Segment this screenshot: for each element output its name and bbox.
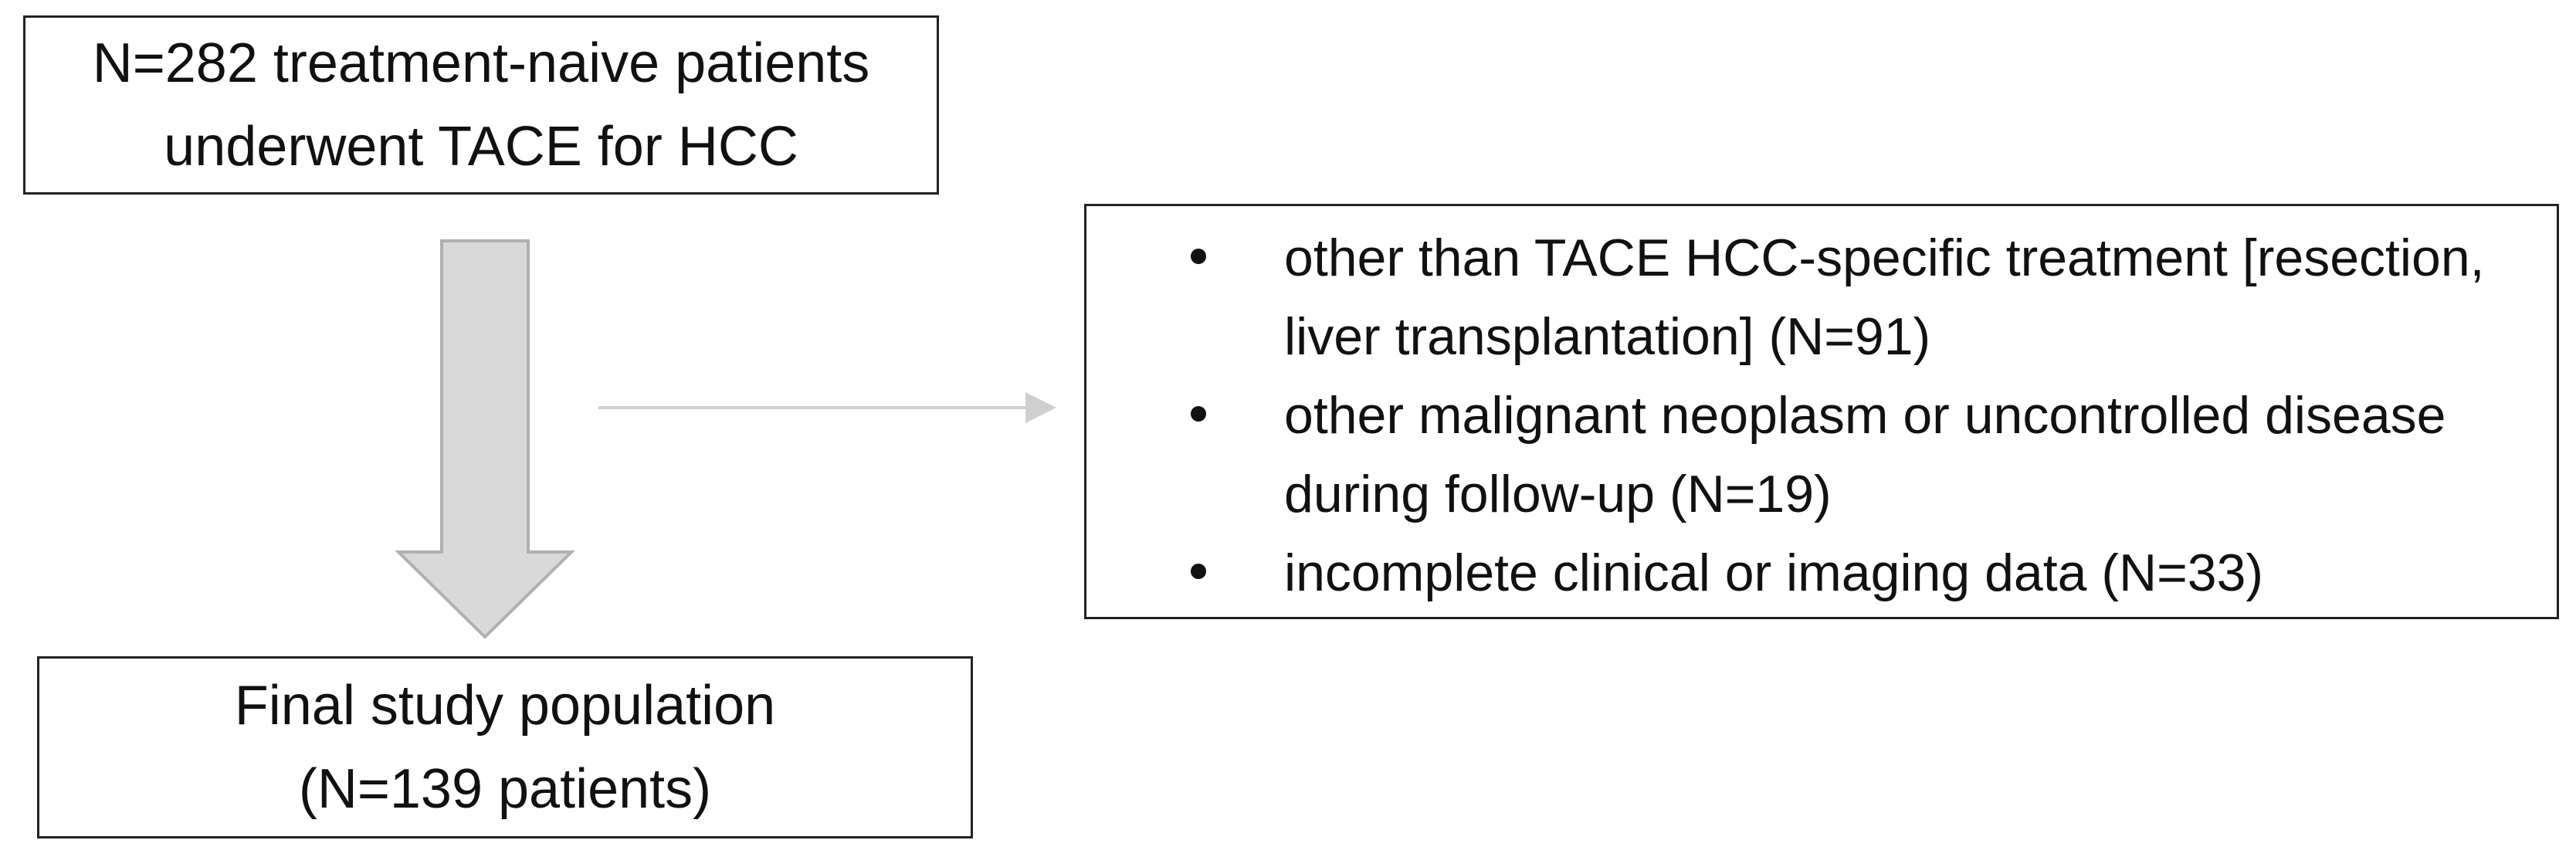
final-population-box: Final study population (N=139 patients): [37, 656, 973, 838]
exclusion-arrow-head: [1025, 392, 1056, 423]
cohort-line-2: underwent TACE for HCC: [164, 116, 798, 178]
final-line-1: Final study population: [234, 675, 776, 737]
exclusion-box: other than TACE HCC-specific treatment […: [1084, 204, 2559, 619]
exclusion-line-2: liver transplantation] (N=91): [1284, 307, 1931, 366]
down-arrow: [395, 239, 575, 639]
cohort-line-1: N=282 treatment-naive patients: [92, 32, 870, 94]
exclusion-line-1: incomplete clinical or imaging data (N=3…: [1284, 544, 2264, 602]
exclusion-list: other than TACE HCC-specific treatment […: [1086, 218, 2557, 612]
exclusion-item: other malignant neoplasm or uncontrolled…: [1086, 376, 2557, 534]
exclusion-item: incomplete clinical or imaging data (N=3…: [1086, 534, 2557, 612]
bullet-icon: [1191, 406, 1206, 422]
exclusion-line-2: during follow-up (N=19): [1284, 465, 1832, 523]
bullet-icon: [1191, 249, 1206, 264]
bullet-icon: [1191, 564, 1206, 579]
exclusion-item: other than TACE HCC-specific treatment […: [1086, 218, 2557, 376]
final-line-2: (N=139 patients): [298, 758, 712, 820]
exclusion-line-1: other malignant neoplasm or uncontrolled…: [1284, 386, 2446, 445]
cohort-box: N=282 treatment-naive patients underwent…: [23, 15, 939, 195]
exclusion-line-1: other than TACE HCC-specific treatment […: [1284, 229, 2485, 287]
